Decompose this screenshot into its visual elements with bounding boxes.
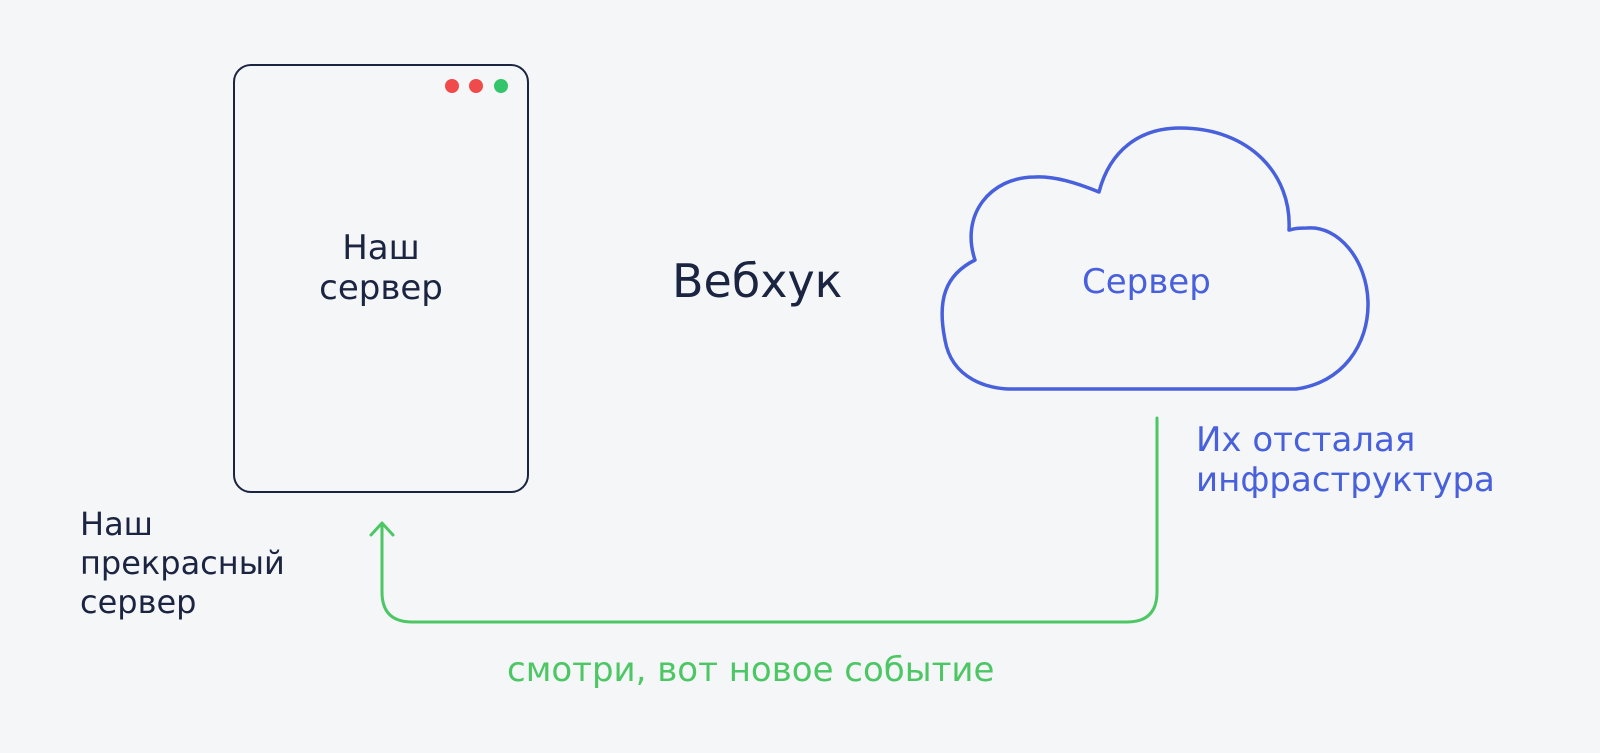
caption-line: инфраструктура — [1196, 460, 1495, 500]
webhook-title: Вебхук — [672, 254, 843, 308]
cloud-server-title: Сервер — [1082, 262, 1211, 302]
event-arrow-label: смотри, вот новое событие — [507, 650, 995, 690]
event-arrow — [369, 416, 1159, 624]
caption-line: Наш — [80, 505, 153, 543]
their-infrastructure-caption: Их отсталая инфраструктура — [1196, 420, 1495, 500]
red-dot-icon — [469, 79, 483, 93]
window-frame — [233, 64, 529, 493]
caption-line: прекрасный — [80, 544, 285, 582]
caption-line: сервер — [80, 583, 197, 621]
our-server-title: Наш сервер — [236, 228, 526, 308]
arrow-up-icon — [369, 521, 395, 537]
arrow-path — [380, 416, 1159, 624]
our-server-title-line: сервер — [319, 268, 443, 308]
caption-line: Их отсталая — [1196, 420, 1416, 460]
green-dot-icon — [494, 79, 508, 93]
our-server-title-line: Наш — [342, 228, 420, 268]
red-dot-icon — [445, 79, 459, 93]
our-server-caption: Наш прекрасный сервер — [80, 505, 285, 622]
our-server-window — [233, 64, 529, 493]
cloud-shape — [940, 126, 1370, 391]
